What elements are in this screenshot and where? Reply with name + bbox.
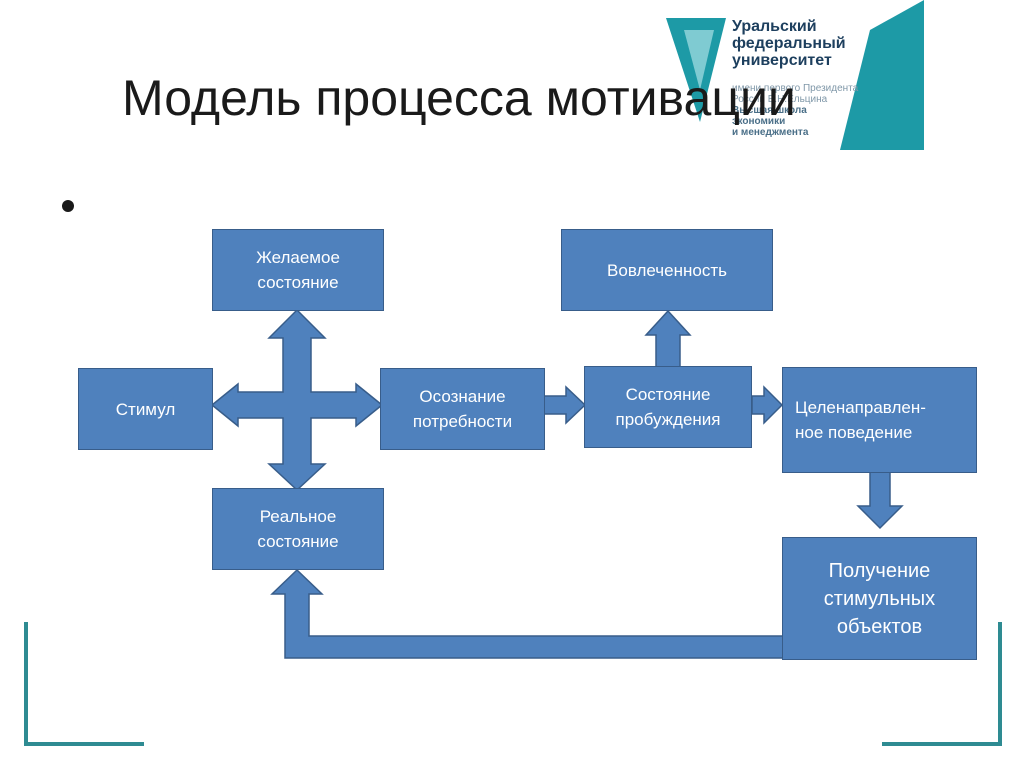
corner-bracket-right-horizontal	[882, 742, 1002, 746]
node-real-state: Реальное состояние	[212, 488, 384, 570]
node-arousal-state: Состояние пробуждения	[584, 366, 752, 448]
corner-bracket-left-vertical	[24, 622, 28, 746]
bullet-point	[62, 200, 74, 212]
arrow-behavior-to-objects	[856, 471, 904, 530]
node-involvement: Вовлеченность	[561, 229, 773, 311]
corner-bracket-left-horizontal	[24, 742, 144, 746]
corner-bracket-right-vertical	[998, 622, 1002, 746]
arrow-awareness-to-arousal	[543, 385, 587, 425]
cross-arrow	[210, 308, 384, 492]
node-stimulus-objects: Получение стимульных объектов	[782, 537, 977, 660]
arrow-arousal-to-involvement	[644, 309, 692, 368]
arrow-arousal-to-behavior	[751, 385, 784, 425]
node-stimulus: Стимул	[78, 368, 213, 450]
arrow-objects-to-real	[270, 568, 784, 659]
node-need-awareness: Осознание потребности	[380, 368, 545, 450]
node-desired-state: Желаемое состояние	[212, 229, 384, 311]
node-goal-behavior: Целенаправлен- ное поведение	[782, 367, 977, 473]
slide-title: Модель процесса мотивации	[122, 70, 796, 126]
